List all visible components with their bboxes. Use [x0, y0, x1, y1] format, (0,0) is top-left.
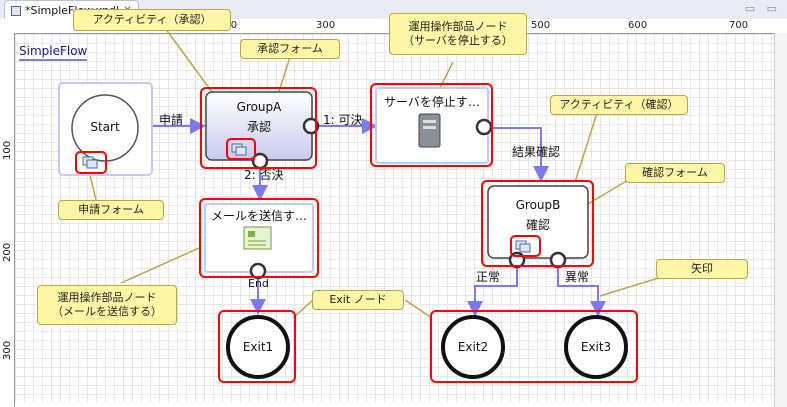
callout-exit-node: Exit ノード	[312, 290, 404, 310]
callout-apply-form: 申請フォーム	[58, 200, 164, 220]
window-controls[interactable]: ▭ ▭	[744, 2, 781, 15]
callout-activity-approve: アクティビティ（承認）	[73, 9, 231, 31]
server-op-label: サーバを停止す…	[384, 95, 480, 109]
edge-label-approve: 1: 可決	[323, 113, 363, 127]
vertical-ruler	[0, 33, 15, 407]
callout-op-send-mail: 運用操作部品ノード （メールを送信する）	[37, 285, 177, 325]
exit2-node[interactable]	[441, 315, 505, 379]
vertical-scrollbar[interactable]	[774, 33, 787, 407]
exit1-label: Exit1	[242, 340, 274, 354]
edge-label-end: End	[248, 277, 269, 290]
ruler-tick-label: 600	[628, 20, 648, 31]
callout-approval-form: 承認フォーム	[240, 39, 340, 59]
exit3-node[interactable]	[564, 315, 628, 379]
callout-activity-confirm: アクティビティ（確認）	[550, 95, 688, 115]
start-label: Start	[90, 120, 120, 134]
group-a-label: 承認	[246, 120, 271, 134]
group-a-name: GroupA	[236, 100, 282, 114]
callout-arrow: 矢印	[656, 259, 748, 279]
callout-op-stop-server: 運用操作部品ノード （サーバを停止する）	[389, 13, 527, 55]
ruler-tick-label: 300	[316, 20, 336, 31]
mail-op-label: メールを送信す…	[210, 209, 307, 223]
edge-label-reject: 2: 否決	[244, 168, 284, 182]
ruler-tick-label: 700	[729, 20, 749, 31]
exit3-label: Exit3	[580, 340, 612, 354]
edge-label-abnormal: 異常	[565, 270, 590, 284]
mail-icon	[243, 226, 272, 250]
ruler-tick-label: 500	[531, 20, 551, 31]
edge-label-result: 結果確認	[512, 145, 561, 159]
form-icon[interactable]	[82, 143, 531, 253]
server-icon	[418, 113, 441, 148]
group-b-label: 確認	[525, 218, 550, 232]
edge-label-normal: 正常	[476, 270, 501, 284]
callout-confirm-form: 確認フォーム	[625, 163, 725, 183]
edge-label-apply: 申請	[159, 113, 184, 127]
exit2-label: Exit2	[457, 340, 489, 354]
group-b-node[interactable]	[487, 185, 589, 259]
exit1-node[interactable]	[226, 315, 290, 379]
flow-file-icon	[11, 5, 21, 16]
group-b-name: GroupB	[515, 198, 561, 212]
flow-name: SimpleFlow	[19, 44, 88, 61]
